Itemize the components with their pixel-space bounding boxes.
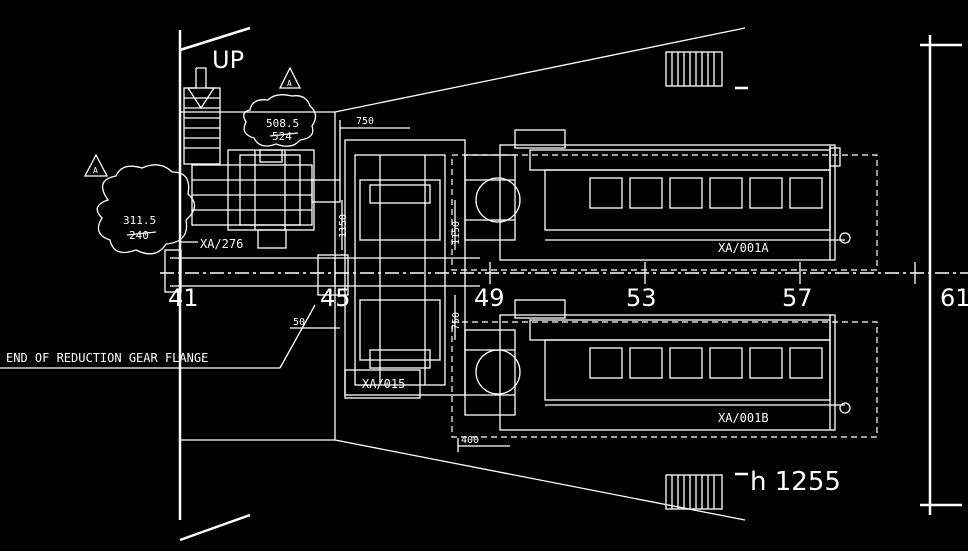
svg-text:A: A [287, 79, 292, 88]
revision-triangle-2: A [83, 153, 109, 177]
hull-outline [178, 26, 962, 542]
xa-001a-label: XA/001A [718, 241, 769, 255]
cloud-left-old: 240 [129, 229, 149, 242]
xa-001b-label: XA/001B [718, 411, 769, 425]
dim-1150-right: 1150 [451, 221, 462, 245]
shaft [164, 249, 480, 296]
frame-49: 49 [474, 284, 505, 312]
dimensions: 750 1150 1150 750 50 400 [290, 116, 510, 452]
dim-50: 50 [293, 317, 305, 328]
dim-400: 400 [461, 435, 479, 446]
coupling-upper [464, 154, 521, 241]
dim-750-lower: 750 [451, 312, 462, 330]
xa-015-label: XA/015 [362, 377, 405, 391]
revision-triangle-1: A [278, 66, 302, 89]
svg-text:A: A [93, 166, 98, 175]
xa-276-label: XA/276 [200, 237, 243, 251]
frame-numbers: 41 45 49 53 57 61 [168, 262, 968, 312]
coupling-lower [464, 329, 521, 416]
equipment-xa-015: XA/015 [344, 139, 466, 399]
revision-cloud-top: 508.5 524 [243, 94, 317, 147]
hatch-upper [665, 51, 748, 90]
revision-cloud-left: 311.5 240 [96, 164, 196, 255]
frame-61: 61 [940, 284, 968, 312]
engine-xa-001b: XA/001B [451, 299, 878, 438]
dim-750-top: 750 [356, 116, 374, 127]
frame-41: 41 [168, 284, 199, 312]
frame-57: 57 [782, 284, 813, 312]
up-label: UP [212, 46, 244, 74]
equipment-xa-276: XA/276 [180, 149, 341, 251]
flange-note: END OF REDUCTION GEAR FLANGE [0, 304, 316, 369]
height-label: h 1255 [750, 467, 841, 497]
flange-note-text: END OF REDUCTION GEAR FLANGE [6, 351, 208, 365]
cloud-left-new: 311.5 [123, 214, 156, 227]
dim-1150-left: 1150 [338, 214, 349, 238]
ladder-up: UP [183, 46, 244, 165]
frame-53: 53 [626, 284, 657, 312]
hatch-lower [665, 472, 748, 510]
cloud-top-new: 508.5 [266, 117, 299, 130]
frame-45: 45 [320, 284, 351, 312]
cloud-top-old: 524 [272, 130, 292, 143]
engine-xa-001a: XA/001A [451, 129, 878, 271]
